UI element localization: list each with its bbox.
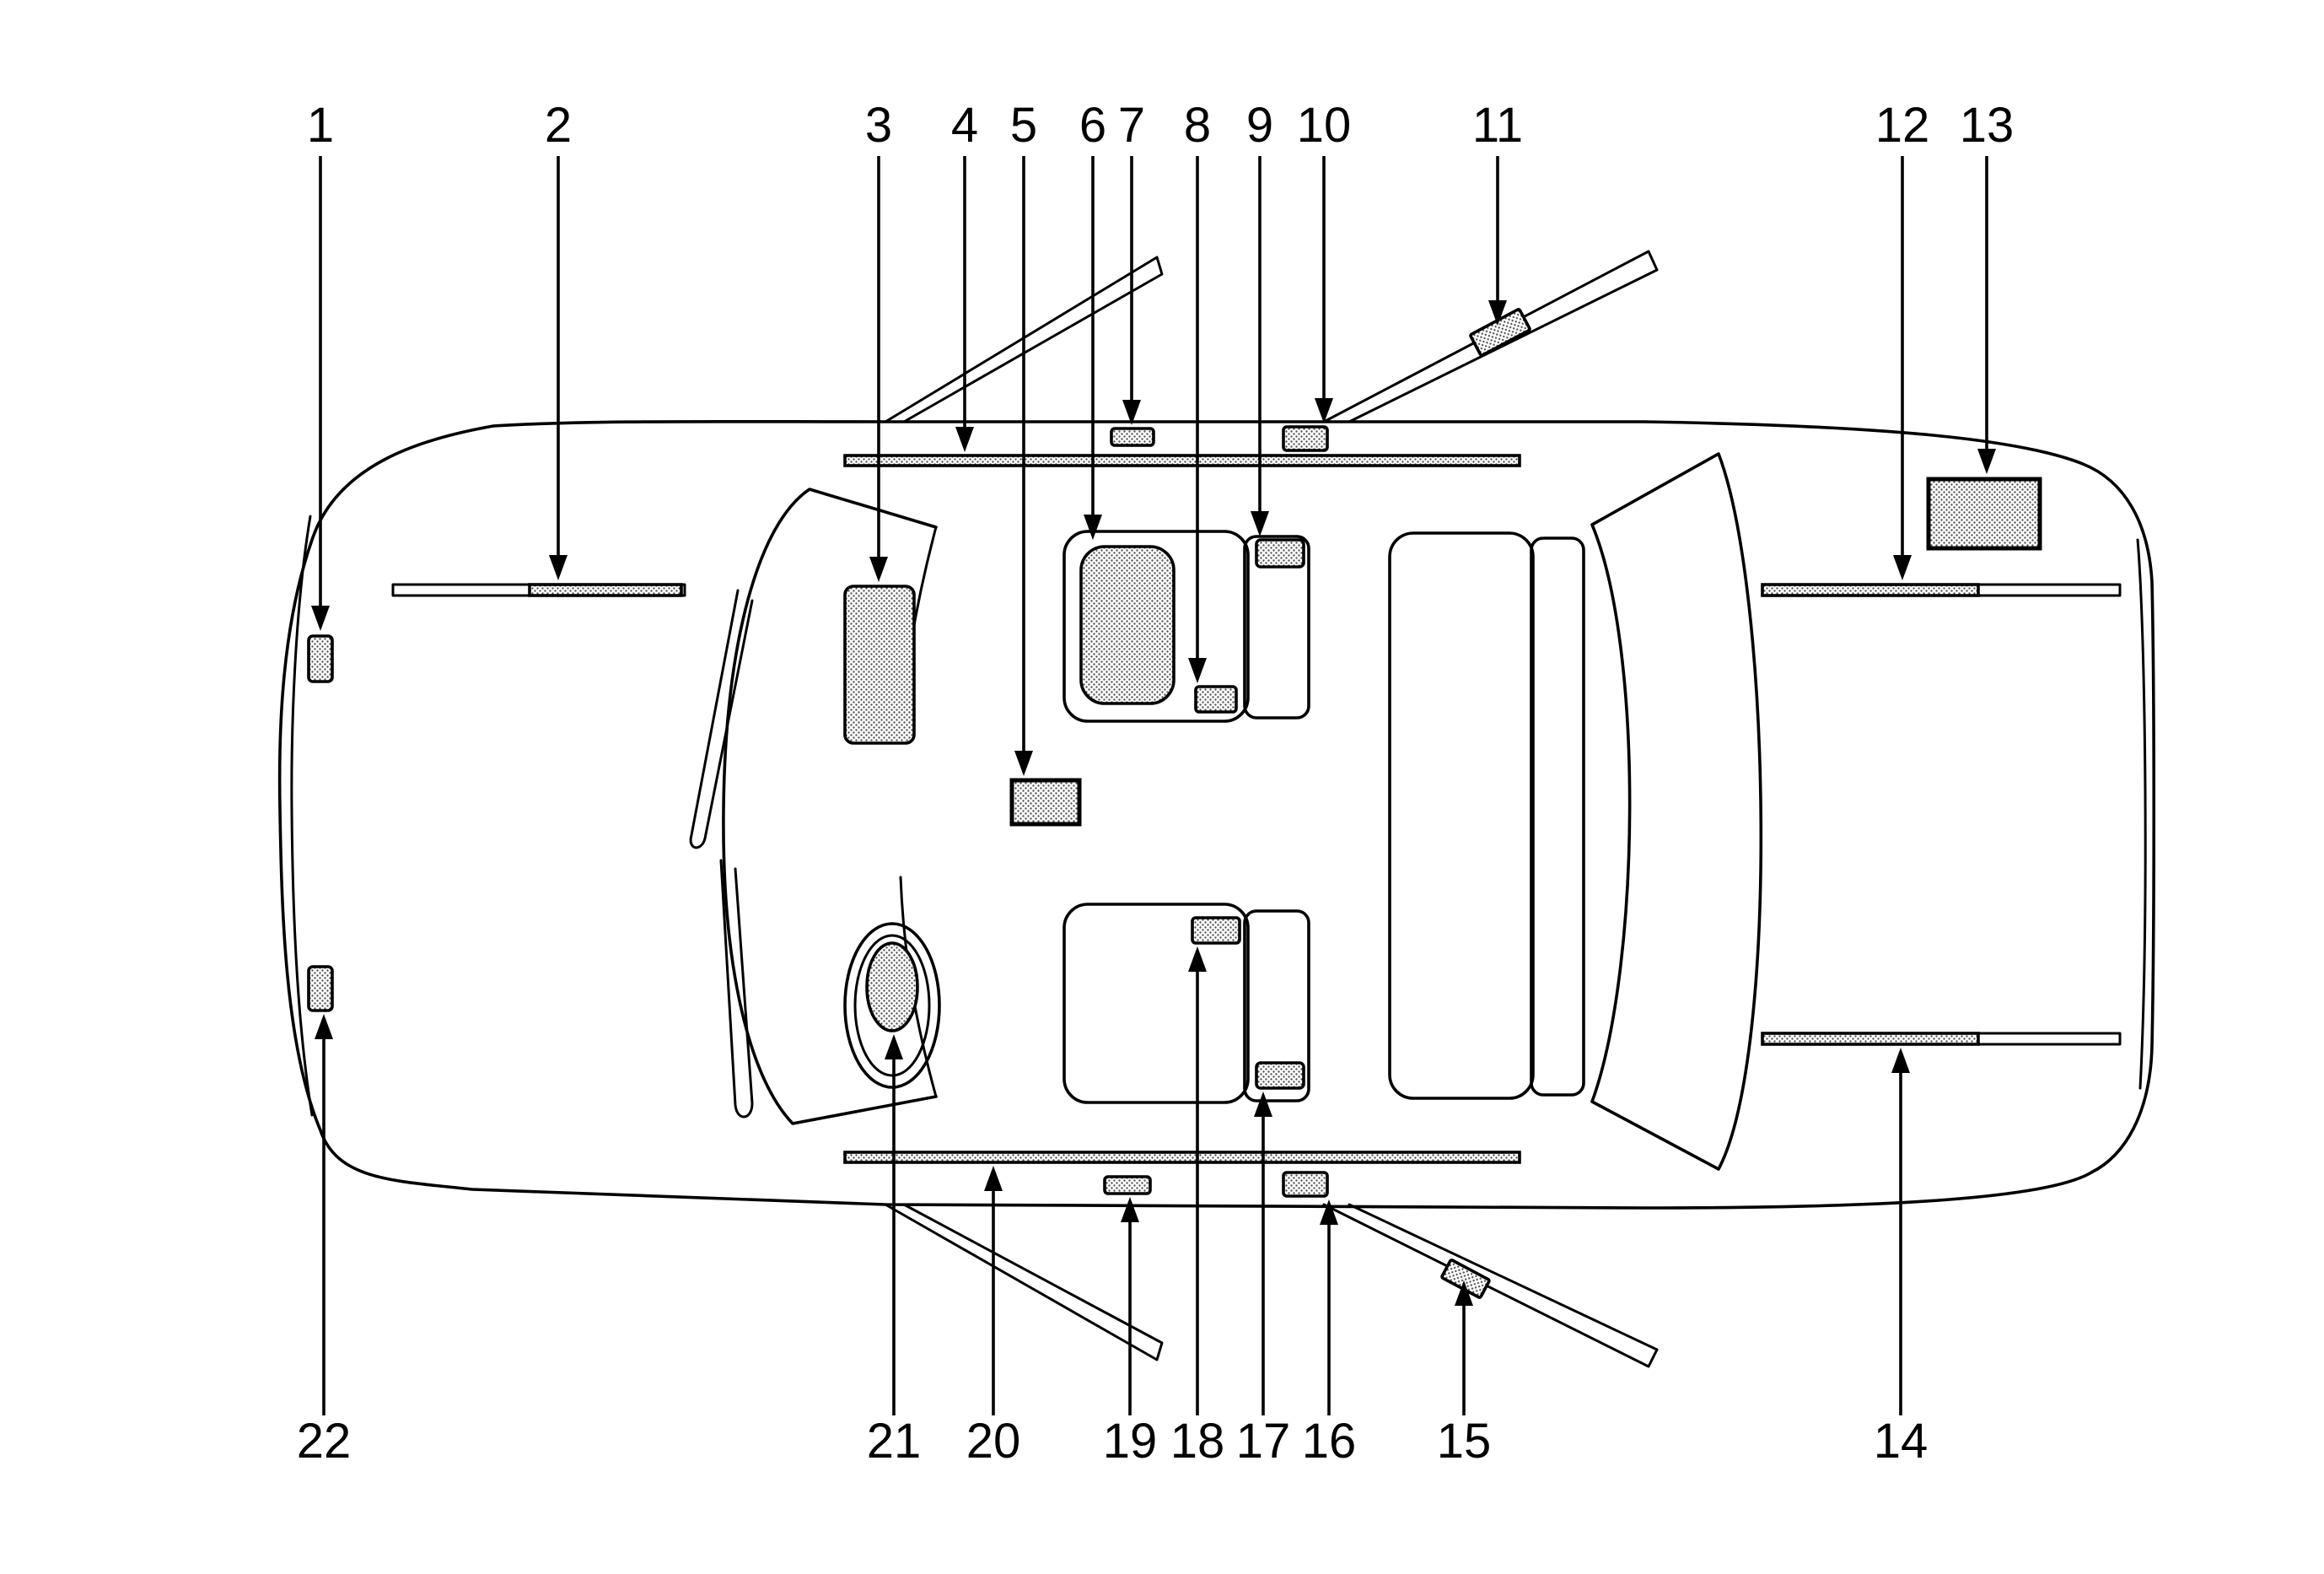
arrowhead-15 [1455, 1280, 1473, 1306]
component-18 [1191, 916, 1241, 945]
component-1 [307, 634, 334, 683]
arrowhead-11 [1488, 300, 1507, 326]
callout-22: 22 [297, 1414, 352, 1469]
callout-3: 3 [865, 98, 892, 153]
arrowhead-5 [1014, 751, 1033, 776]
arrowhead-13 [1977, 449, 1996, 474]
callout-5: 5 [1010, 98, 1037, 153]
callout-12: 12 [1875, 98, 1930, 153]
arrowhead-16 [1320, 1199, 1338, 1225]
component-3 [843, 585, 916, 745]
arrowhead-1 [311, 606, 330, 631]
callout-4: 4 [951, 98, 978, 153]
rear-bumper-line [2136, 538, 2147, 1090]
callout-19: 19 [1103, 1414, 1158, 1469]
callout-13: 13 [1960, 98, 2015, 153]
driver-seat-cushion [1062, 530, 1250, 723]
passenger-seat-back [1243, 909, 1310, 1102]
windshield [722, 488, 938, 1125]
wiper-arms [689, 589, 754, 1119]
callout-14: 14 [1874, 1414, 1929, 1469]
callout-2: 2 [545, 98, 572, 153]
front-bumper-line [290, 515, 314, 1117]
arrowhead-18 [1188, 946, 1207, 972]
component-13 [1926, 477, 2042, 551]
component-20 [843, 1151, 1521, 1164]
rear-seat-back [1530, 536, 1585, 1097]
callout-16: 16 [1302, 1414, 1357, 1469]
component-15 [1440, 1259, 1491, 1299]
component-4 [843, 454, 1521, 467]
component-14 [1761, 1032, 1980, 1046]
component-8 [1194, 685, 1238, 714]
callout-20: 20 [966, 1414, 1021, 1469]
arrowhead-14 [1891, 1048, 1910, 1073]
callout-17: 17 [1236, 1414, 1291, 1469]
rear-seat-cushion [1388, 531, 1535, 1100]
rear-window [1590, 452, 1763, 1171]
components [307, 308, 2042, 1299]
arrowhead-2 [549, 555, 568, 580]
component-19 [1103, 1175, 1152, 1195]
component-12 [1761, 583, 1980, 597]
component-16 [1282, 1171, 1329, 1198]
arrowhead-10 [1315, 398, 1333, 423]
component-11 [1469, 308, 1531, 357]
component-22 [307, 965, 334, 1012]
callout-9: 9 [1246, 98, 1273, 153]
component-10 [1282, 425, 1329, 452]
leader-lines [311, 156, 1996, 1415]
component-2 [528, 583, 683, 597]
callout-7: 7 [1118, 98, 1145, 153]
open-rear-doors [1322, 250, 1659, 1368]
component-17 [1255, 1061, 1305, 1090]
vehicle-body [277, 419, 2156, 1210]
rear-seat [1388, 531, 1585, 1100]
arrowhead-12 [1893, 555, 1912, 580]
callout-10: 10 [1297, 98, 1352, 153]
arrowhead-4 [955, 427, 974, 452]
component-7 [1110, 427, 1155, 447]
passenger-seat-cushion [1062, 903, 1250, 1104]
arrowhead-9 [1251, 511, 1269, 536]
bumper-strips [391, 583, 2122, 1046]
vehicle-outline [277, 419, 2156, 1210]
callout-1: 1 [307, 98, 334, 153]
arrowhead-6 [1084, 515, 1102, 540]
component-21 [865, 941, 919, 1032]
callout-6: 6 [1079, 98, 1106, 153]
driver-seat-back [1243, 535, 1310, 720]
component-5 [1009, 778, 1082, 827]
steering-wheel [843, 922, 941, 1089]
arrowhead-3 [869, 557, 888, 582]
arrowhead-19 [1121, 1197, 1139, 1222]
arrowhead-7 [1122, 400, 1141, 425]
arrowhead-8 [1188, 658, 1207, 683]
callout-21: 21 [867, 1414, 922, 1469]
front-seats [1062, 530, 1310, 1104]
callout-15: 15 [1437, 1414, 1492, 1469]
callout-8: 8 [1184, 98, 1211, 153]
arrowhead-21 [885, 1034, 903, 1059]
component-6 [1079, 545, 1175, 705]
callout-11: 11 [1472, 98, 1523, 153]
open-front-doors [884, 256, 1164, 1361]
arrowhead-22 [315, 1014, 333, 1039]
callout-18: 18 [1170, 1414, 1225, 1469]
side-rails [843, 454, 1521, 1164]
callout-numbers: 1 2 3 4 5 6 7 8 9 10 11 12 13 14 15 16 1… [297, 98, 2015, 1469]
arrowhead-17 [1254, 1092, 1272, 1117]
arrowhead-20 [984, 1166, 1003, 1191]
component-9 [1255, 538, 1305, 569]
